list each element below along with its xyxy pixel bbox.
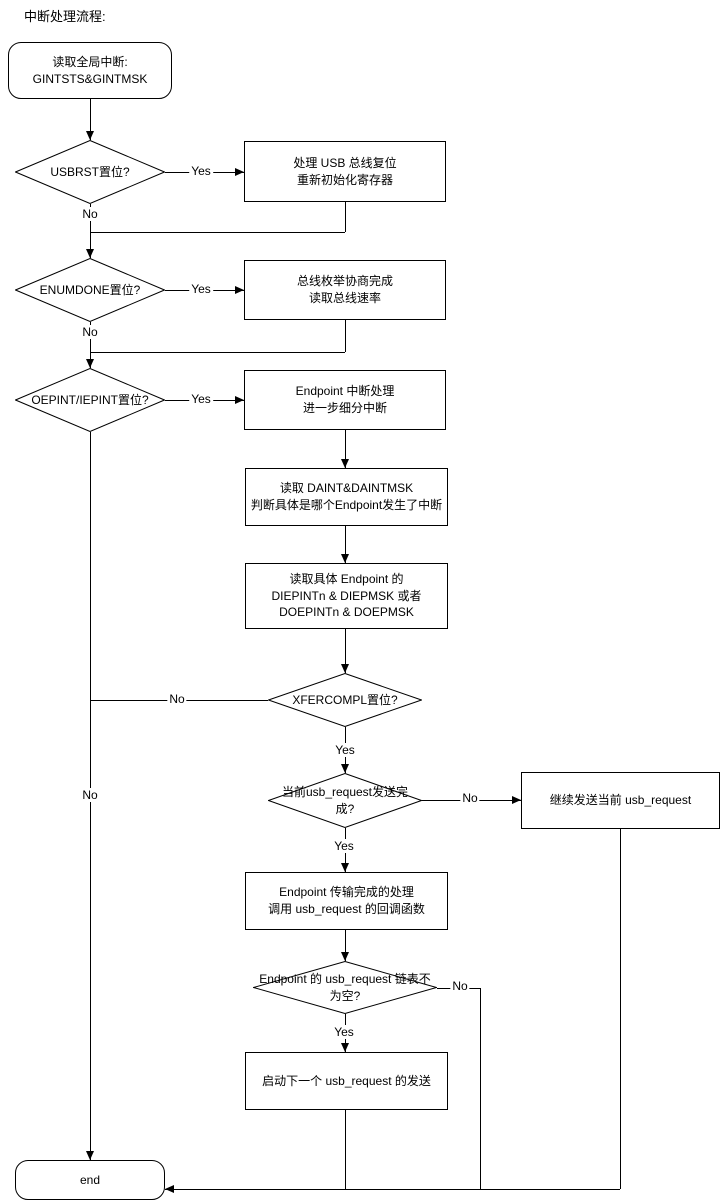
node-request-done-decision: 当前usb_request发送完成? xyxy=(268,773,422,828)
node-transfer-complete-handler: Endpoint 传输完成的处理调用 usb_request 的回调函数 xyxy=(245,872,448,930)
edge-label-request-done-yes: Yes xyxy=(332,839,356,853)
diamond-shape xyxy=(268,773,422,828)
diamond-shape xyxy=(15,258,165,322)
edge-label-enumdone-no: No xyxy=(80,325,100,339)
node-xfercompl-decision-label: XFERCOMPL置位? xyxy=(292,692,398,707)
node-epint-decision: OEPINT/IEPINT置位? xyxy=(15,368,165,432)
node-start-next-request: 启动下一个 usb_request 的发送 xyxy=(245,1052,448,1110)
edge-start-next-down xyxy=(345,1110,346,1189)
node-usb-reset-handler: 处理 USB 总线复位重新初始化寄存器 xyxy=(244,141,446,202)
edge-read-diepint-down xyxy=(345,629,346,673)
node-enum-done-handler-label: 总线枚举协商完成读取总线速率 xyxy=(296,274,393,305)
diamond-shape xyxy=(268,673,422,727)
diamond-shape xyxy=(15,368,165,432)
edge-transfer-complete-down xyxy=(345,930,346,961)
node-enumdone-decision-label: ENUMDONE置位? xyxy=(39,282,141,297)
arrowhead-bottom-merge-to-end xyxy=(165,1185,174,1193)
node-continue-send-label: 继续发送当前 usb_request xyxy=(549,793,692,808)
arrowhead-request-done-no xyxy=(512,796,521,804)
arrowhead-read-daint-down xyxy=(341,554,349,563)
node-transfer-complete-handler-label: Endpoint 传输完成的处理调用 usb_request 的回调函数 xyxy=(268,885,425,916)
edge-label-usbrst-yes: Yes xyxy=(189,164,213,178)
node-start-next-request-label: 启动下一个 usb_request 的发送 xyxy=(262,1073,431,1088)
edge-enum-done-down xyxy=(345,320,346,352)
edge-label-epint-yes: Yes xyxy=(189,392,213,406)
edge-usb-reset-down xyxy=(345,202,346,232)
edge-bottom-merge-to-end xyxy=(165,1189,620,1190)
node-end-label: end xyxy=(79,1172,101,1187)
edge-list-not-empty-no-v xyxy=(480,988,481,1189)
node-usbrst-decision: USBRST置位? xyxy=(15,140,165,204)
arrowhead-start-down xyxy=(86,131,94,140)
node-usb-reset-handler-label: 处理 USB 总线复位重新初始化寄存器 xyxy=(293,155,397,187)
edge-endpoint-int-down xyxy=(345,430,346,468)
node-continue-send: 继续发送当前 usb_request xyxy=(521,772,720,829)
edge-label-list-not-empty-no: No xyxy=(450,979,470,993)
node-request-done-decision-label: 当前usb_request发送完成? xyxy=(281,784,409,816)
node-endpoint-int-handler: Endpoint 中断处理进一步细分中断 xyxy=(244,370,446,430)
edge-enumdone-no xyxy=(90,322,91,368)
edge-continue-send-down xyxy=(620,829,621,1189)
page-title: 中断处理流程: xyxy=(24,9,106,24)
node-enumdone-decision: ENUMDONE置位? xyxy=(15,258,165,322)
edge-enum-done-merge xyxy=(90,352,345,353)
edge-start-down xyxy=(90,99,91,140)
arrowhead-enumdone-yes xyxy=(235,286,244,294)
edge-label-usbrst-no: No xyxy=(80,207,100,221)
node-list-not-empty-decision-label: Endpoint 的 usb_request 链表不为空? xyxy=(259,971,431,1003)
edge-label-xfercompl-no: No xyxy=(167,692,187,706)
node-endpoint-int-handler-label: Endpoint 中断处理进一步细分中断 xyxy=(295,384,395,415)
arrowhead-read-diepint-down xyxy=(341,664,349,673)
node-epint-decision-label: OEPINT/IEPINT置位? xyxy=(31,392,149,407)
node-start: 读取全局中断:GINTSTS&GINTMSK xyxy=(8,42,172,99)
arrowhead-epint-yes xyxy=(235,396,244,404)
node-start-label: 读取全局中断:GINTSTS&GINTMSK xyxy=(32,54,148,86)
node-enum-done-handler: 总线枚举协商完成读取总线速率 xyxy=(244,260,446,320)
arrowhead-epint-no-long xyxy=(86,1151,94,1160)
edge-read-daint-down xyxy=(345,526,346,563)
edge-usb-reset-merge xyxy=(90,232,345,233)
arrowhead-usbrst-no xyxy=(86,249,94,258)
arrowhead-list-not-empty-yes xyxy=(341,1043,349,1052)
edge-usbrst-no xyxy=(90,204,91,258)
diamond-shape xyxy=(253,961,437,1014)
arrowhead-usbrst-yes xyxy=(235,168,244,176)
node-usbrst-decision-label: USBRST置位? xyxy=(50,164,130,179)
arrowhead-request-done-yes xyxy=(341,863,349,872)
edge-label-request-done-no: No xyxy=(460,791,480,805)
arrowhead-transfer-complete-down xyxy=(341,952,349,961)
node-list-not-empty-decision: Endpoint 的 usb_request 链表不为空? xyxy=(253,961,437,1014)
node-end: end xyxy=(15,1160,165,1200)
arrowhead-endpoint-int-down xyxy=(341,459,349,468)
arrowhead-enumdone-no xyxy=(86,359,94,368)
node-xfercompl-decision: XFERCOMPL置位? xyxy=(268,673,422,727)
diamond-shape xyxy=(15,140,165,204)
edge-label-enumdone-yes: Yes xyxy=(189,282,213,296)
arrowhead-xfercompl-yes xyxy=(341,764,349,773)
edge-label-list-not-empty-yes: Yes xyxy=(332,1025,356,1039)
edge-label-xfercompl-yes: Yes xyxy=(333,743,357,757)
edge-label-epint-no: No xyxy=(80,788,100,802)
